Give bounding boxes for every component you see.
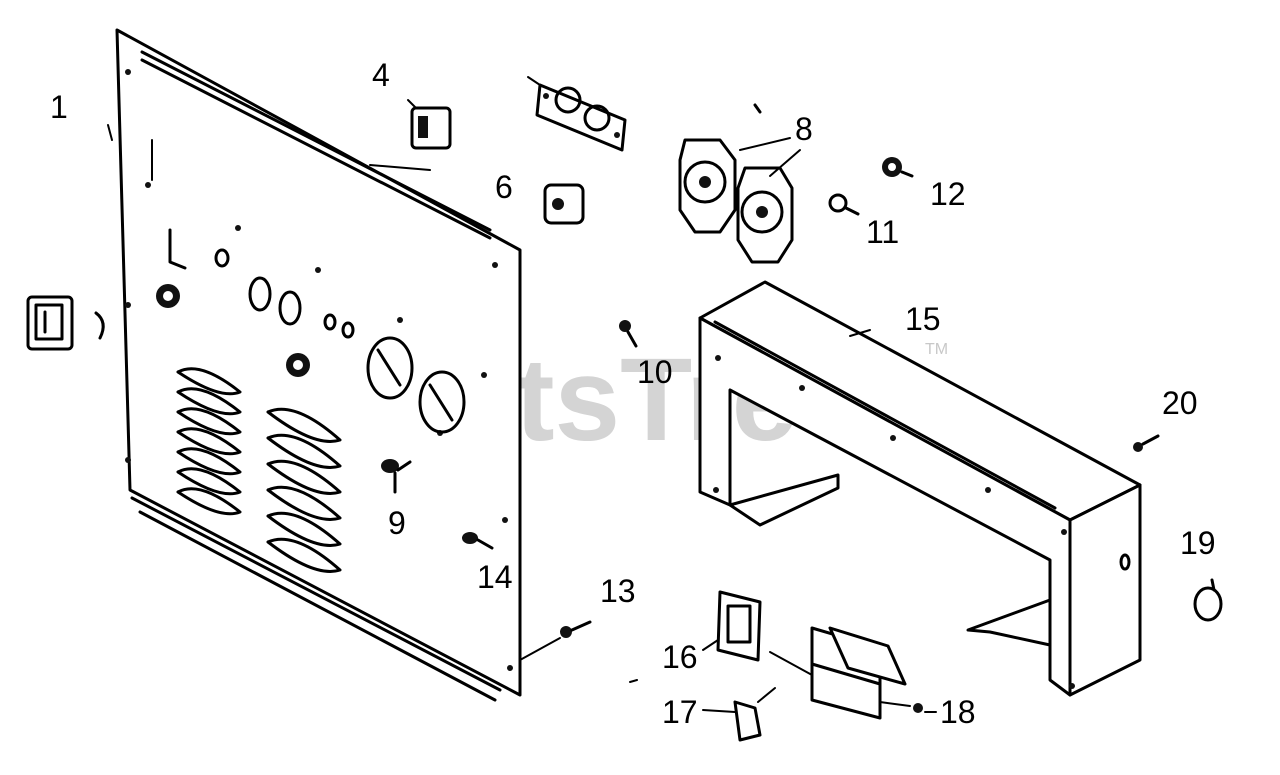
callout-11: 11 bbox=[866, 214, 899, 250]
part-6-plug bbox=[543, 183, 585, 225]
part-1-control-panel bbox=[107, 28, 522, 702]
part-15-box bbox=[698, 280, 1142, 697]
part-18-bracket bbox=[810, 626, 923, 720]
callout-1: 1 bbox=[50, 89, 68, 125]
part-14-screw bbox=[462, 532, 494, 550]
part-20-screw bbox=[1133, 434, 1160, 452]
callout-13: 13 bbox=[600, 573, 636, 609]
callout-4: 4 bbox=[372, 57, 390, 93]
callout-8: 8 bbox=[795, 111, 813, 147]
callout-17: 17 bbox=[662, 694, 698, 730]
part-16-switch bbox=[716, 590, 813, 676]
part-19-grommet bbox=[1193, 578, 1223, 622]
part-4-connector bbox=[407, 99, 452, 150]
switch-left bbox=[26, 295, 105, 351]
callouts: 1 4 6 8 12 11 10 15 20 9 14 13 19 16 17 … bbox=[50, 57, 1216, 730]
part-10-screw bbox=[619, 320, 638, 348]
callout-15: 15 bbox=[905, 301, 941, 337]
duplex-outlet bbox=[527, 76, 627, 152]
part-12-nut bbox=[882, 157, 914, 178]
part-9-screw bbox=[381, 459, 412, 494]
callout-20: 20 bbox=[1162, 385, 1198, 421]
part-11-washer bbox=[828, 193, 860, 216]
callout-12: 12 bbox=[930, 176, 966, 212]
part-17-clip bbox=[733, 687, 776, 742]
callout-9: 9 bbox=[388, 505, 406, 541]
leader-lines bbox=[629, 137, 937, 713]
callout-19: 19 bbox=[1180, 525, 1216, 561]
part-8-receptacles bbox=[678, 103, 794, 264]
callout-10: 10 bbox=[637, 354, 673, 390]
watermark-trademark: TM bbox=[925, 341, 948, 358]
part-13-screw bbox=[519, 620, 592, 661]
callout-14: 14 bbox=[477, 559, 513, 595]
callout-18: 18 bbox=[940, 694, 976, 730]
callout-16: 16 bbox=[662, 639, 698, 675]
callout-6: 6 bbox=[495, 169, 513, 205]
